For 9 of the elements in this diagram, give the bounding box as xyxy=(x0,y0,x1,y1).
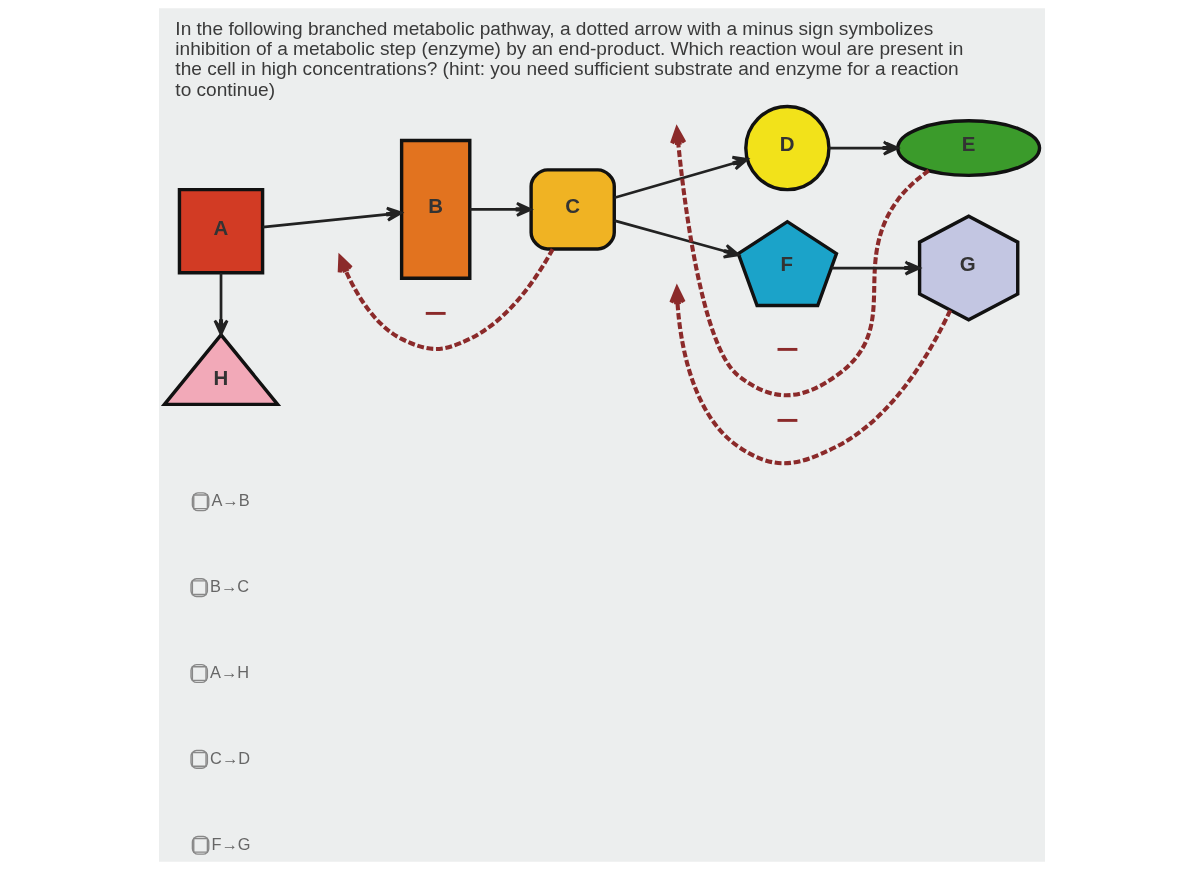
label: A→H xyxy=(209,662,249,681)
label: B→C xyxy=(209,576,249,595)
label: F→G xyxy=(210,834,251,853)
label: A→B xyxy=(210,491,250,510)
edge-label: − xyxy=(774,326,799,373)
diagram-title: In the following branched metabolic pathway, a dotted arrow with a minus sign symbolizes inhibition of a metabolic step (enzyme) by an end-product. Which reaction woul are present in the cell in high concentrations? (hint: you need sufficient substrate and enzyme for a reaction to continue) xyxy=(174,17,963,100)
label: C→D xyxy=(209,748,250,767)
edge-label: − xyxy=(774,397,799,444)
edge-label: − xyxy=(423,289,448,336)
